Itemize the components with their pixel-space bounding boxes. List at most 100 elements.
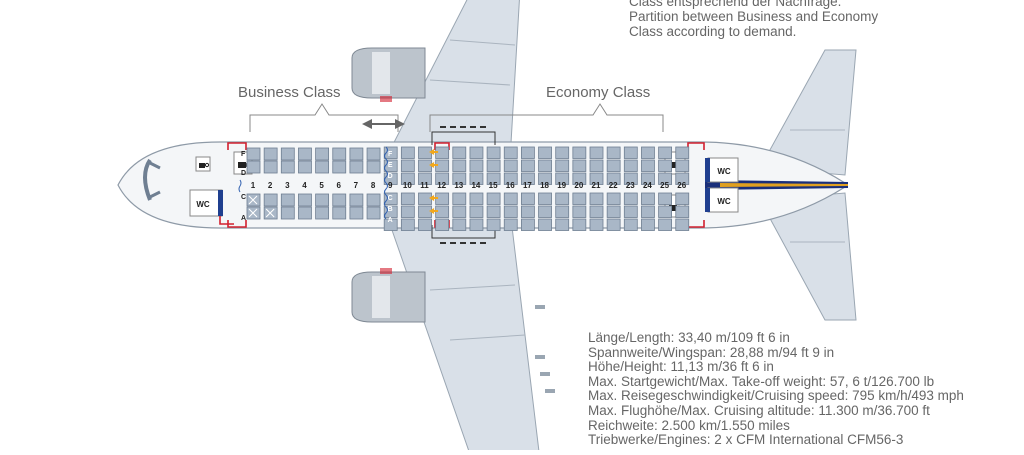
seat[interactable] — [435, 218, 450, 231]
seat[interactable] — [606, 159, 621, 172]
seat[interactable] — [555, 146, 570, 159]
seat[interactable] — [315, 160, 330, 174]
seat[interactable] — [349, 206, 364, 220]
seat[interactable] — [538, 205, 552, 218]
seat[interactable] — [486, 172, 501, 185]
seat[interactable] — [280, 206, 295, 220]
seat[interactable] — [298, 193, 312, 207]
seat[interactable] — [280, 193, 295, 207]
seat[interactable] — [503, 146, 518, 159]
seat[interactable] — [366, 147, 381, 161]
seat[interactable] — [298, 160, 312, 174]
seat[interactable] — [280, 147, 295, 161]
seat[interactable] — [606, 172, 621, 185]
seat[interactable] — [641, 205, 655, 218]
seat[interactable] — [486, 159, 501, 172]
seat[interactable] — [675, 159, 690, 172]
seat[interactable] — [366, 193, 381, 207]
seat[interactable] — [366, 206, 381, 220]
seat[interactable] — [400, 159, 415, 172]
seat[interactable] — [332, 147, 347, 161]
seat[interactable] — [658, 205, 672, 218]
seat[interactable] — [452, 146, 467, 159]
seat[interactable] — [332, 160, 347, 174]
seat[interactable] — [538, 218, 552, 231]
seat[interactable] — [658, 146, 672, 159]
seat[interactable] — [521, 218, 535, 231]
seat[interactable] — [400, 192, 415, 205]
seat[interactable] — [332, 206, 347, 220]
seat[interactable] — [452, 218, 467, 231]
seat[interactable] — [503, 172, 518, 185]
seat[interactable] — [315, 193, 330, 207]
seat[interactable] — [503, 159, 518, 172]
seat[interactable] — [641, 172, 655, 185]
seat[interactable] — [606, 192, 621, 205]
seat[interactable] — [623, 172, 638, 185]
seat[interactable] — [606, 146, 621, 159]
seat[interactable] — [400, 218, 415, 231]
seat[interactable] — [452, 172, 467, 185]
seat[interactable] — [469, 218, 484, 231]
seat[interactable] — [623, 205, 638, 218]
seat[interactable] — [469, 146, 484, 159]
seat[interactable] — [641, 146, 655, 159]
seat[interactable] — [400, 146, 415, 159]
seat[interactable] — [658, 159, 672, 172]
seat[interactable] — [383, 172, 398, 185]
seat[interactable] — [623, 192, 638, 205]
seat[interactable] — [623, 218, 638, 231]
seat[interactable] — [418, 146, 432, 159]
seat[interactable] — [246, 147, 261, 161]
seat[interactable] — [263, 193, 278, 207]
seat[interactable] — [418, 205, 432, 218]
seat[interactable] — [589, 159, 604, 172]
seat[interactable] — [538, 159, 552, 172]
seat[interactable] — [383, 205, 398, 218]
seat[interactable] — [555, 218, 570, 231]
seat[interactable] — [572, 205, 587, 218]
seat[interactable] — [572, 218, 587, 231]
seat[interactable] — [555, 192, 570, 205]
seat[interactable] — [606, 218, 621, 231]
seat[interactable] — [589, 218, 604, 231]
seat[interactable] — [521, 205, 535, 218]
seat[interactable] — [641, 218, 655, 231]
seat[interactable] — [418, 192, 432, 205]
seat[interactable] — [521, 146, 535, 159]
seat[interactable] — [435, 172, 450, 185]
seat[interactable] — [675, 205, 690, 218]
seat[interactable] — [555, 205, 570, 218]
seat[interactable] — [675, 172, 690, 185]
seat[interactable] — [246, 160, 261, 174]
seat[interactable] — [658, 192, 672, 205]
seat[interactable] — [503, 192, 518, 205]
seat[interactable] — [623, 146, 638, 159]
seat[interactable] — [418, 172, 432, 185]
seat[interactable] — [572, 192, 587, 205]
seat[interactable] — [658, 172, 672, 185]
seat[interactable] — [675, 192, 690, 205]
seat[interactable] — [486, 218, 501, 231]
seat[interactable] — [572, 146, 587, 159]
seat[interactable] — [469, 192, 484, 205]
seat[interactable] — [280, 160, 295, 174]
seat[interactable] — [538, 172, 552, 185]
seat[interactable] — [469, 205, 484, 218]
seat[interactable] — [383, 159, 398, 172]
seat[interactable] — [521, 159, 535, 172]
seat[interactable] — [486, 205, 501, 218]
seat[interactable] — [383, 218, 398, 231]
seat[interactable] — [349, 160, 364, 174]
seat[interactable] — [418, 159, 432, 172]
seat[interactable] — [298, 147, 312, 161]
seat[interactable] — [589, 146, 604, 159]
seat[interactable] — [521, 172, 535, 185]
seat[interactable] — [315, 147, 330, 161]
seat[interactable] — [486, 146, 501, 159]
seat[interactable] — [366, 160, 381, 174]
seat[interactable] — [383, 192, 398, 205]
seat[interactable] — [572, 172, 587, 185]
seat[interactable] — [589, 172, 604, 185]
seat[interactable] — [418, 218, 432, 231]
